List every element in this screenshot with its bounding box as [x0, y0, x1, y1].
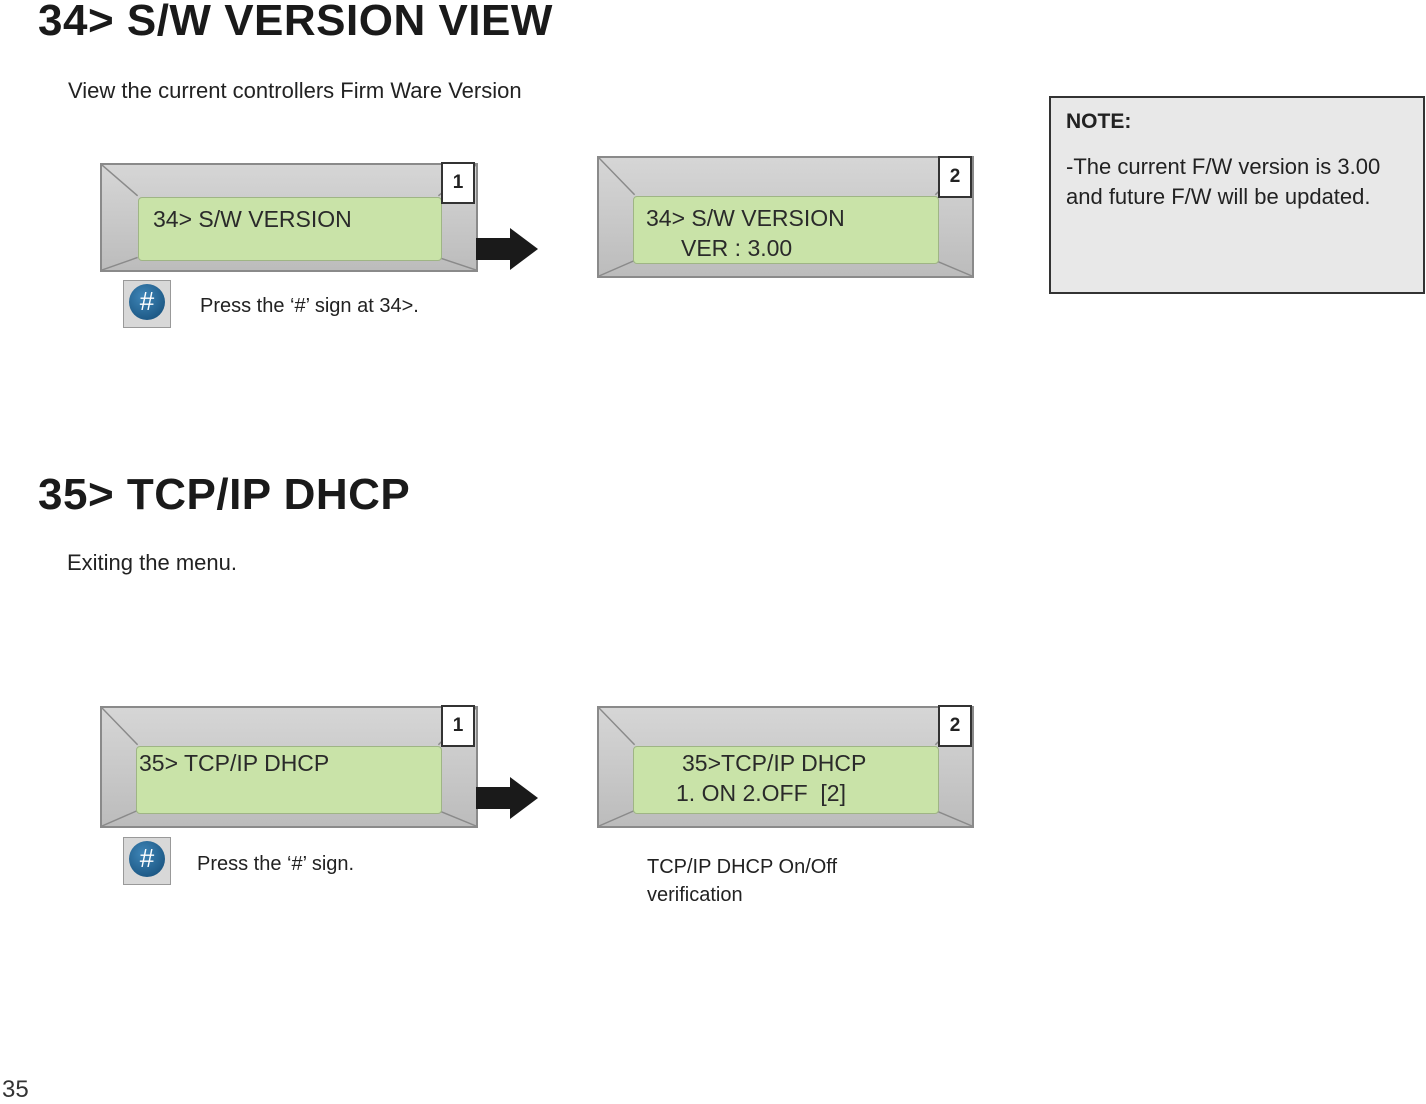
step-badge-1: 1 — [441, 162, 475, 204]
lcd-line-1: 34> S/W VERSION — [646, 205, 845, 231]
lcd-screen: 34> S/W VERSION — [138, 197, 442, 261]
hash-key-icon: # — [123, 280, 171, 328]
section-35-press-caption: Press the ‘#’ sign. — [197, 853, 355, 875]
lcd-panel-34-step1: 34> S/W VERSION — [100, 163, 478, 272]
lcd-screen: 35>TCP/IP DHCP 1. ON 2.OFF [2] — [633, 746, 939, 814]
lcd-panel-35-step1: 35> TCP/IP DHCP — [100, 706, 478, 828]
lcd-panel-34-step2: 34> S/W VERSION VER : 3.00 — [597, 156, 974, 278]
note-text: -The current F/W version is 3.00 and fut… — [1066, 154, 1381, 209]
page-number: 35 — [2, 1076, 29, 1103]
lcd-panel-35-step2: 35>TCP/IP DHCP 1. ON 2.OFF [2] — [597, 706, 974, 828]
lcd-line-1: 35>TCP/IP DHCP — [682, 750, 867, 776]
step-badge-2: 2 — [938, 705, 972, 747]
section-35-verify-caption: TCP/IP DHCP On/Off verification — [647, 856, 838, 906]
right-arrow-icon — [476, 777, 538, 819]
lcd-line-1: 35> TCP/IP DHCP — [139, 750, 330, 776]
section-35-title: 35> TCP/IP DHCP — [38, 470, 411, 519]
hash-key-label: # — [129, 841, 165, 877]
lcd-screen: 34> S/W VERSION VER : 3.00 — [633, 196, 939, 264]
hash-key-icon: # — [123, 837, 171, 885]
hash-key-label: # — [129, 284, 165, 320]
step-badge-1: 1 — [441, 705, 475, 747]
step-badge-2: 2 — [938, 156, 972, 198]
section-34-title: 34> S/W VERSION VIEW — [38, 0, 553, 45]
note-box: NOTE: -The current F/W version is 3.00 a… — [1049, 96, 1425, 294]
section-34-press-caption: Press the ‘#’ sign at 34>. — [200, 295, 419, 317]
right-arrow-icon — [476, 228, 538, 270]
lcd-screen: 35> TCP/IP DHCP — [136, 746, 442, 814]
lcd-line-1: 34> S/W VERSION — [153, 206, 352, 232]
lcd-line-2: VER : 3.00 — [681, 235, 793, 261]
section-34-description: View the current controllers Firm Ware V… — [68, 78, 522, 103]
note-title: NOTE: — [1066, 110, 1132, 133]
section-35-description: Exiting the menu. — [67, 550, 237, 575]
lcd-line-2: 1. ON 2.OFF [2] — [676, 780, 846, 806]
